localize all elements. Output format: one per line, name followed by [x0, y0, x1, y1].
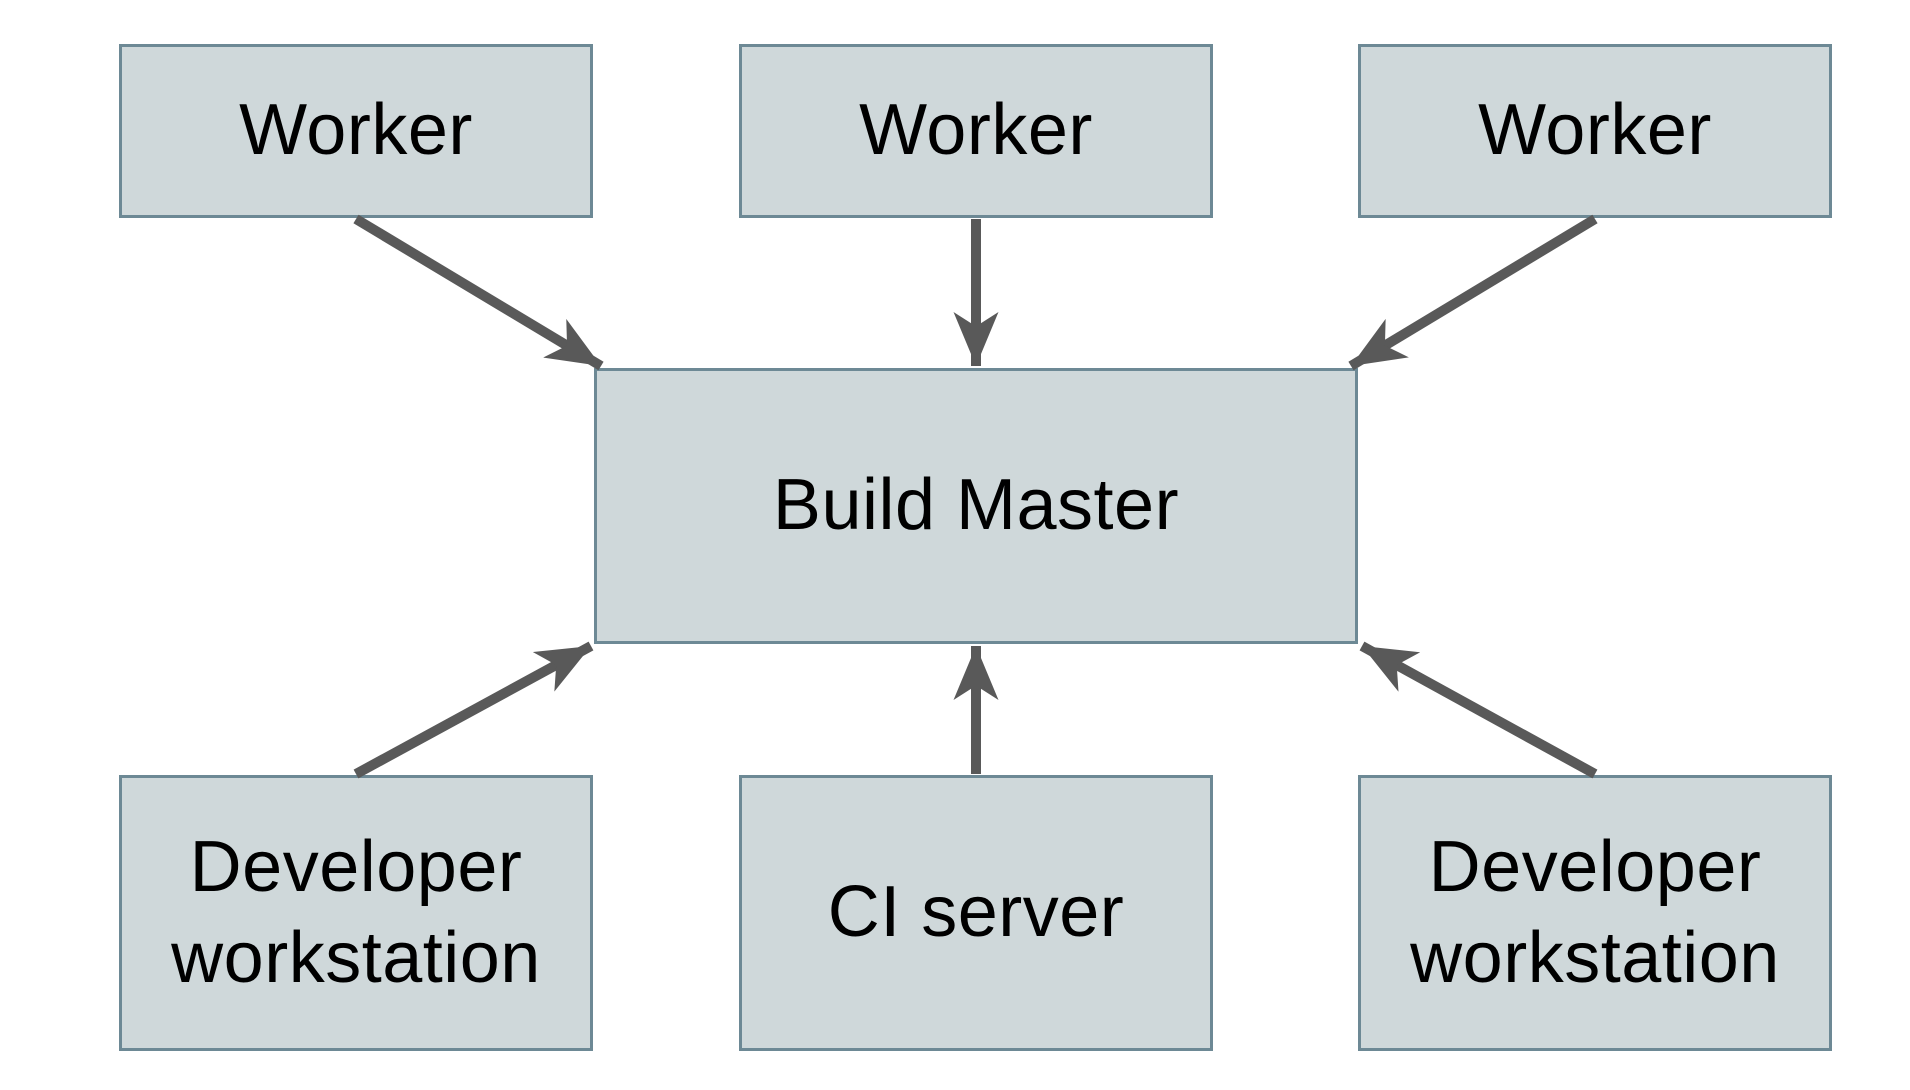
edge-developer-workstation-right-to-build-master	[1359, 641, 1598, 779]
edge-worker-3-to-build-master	[1348, 214, 1598, 371]
node-label: Worker	[859, 90, 1093, 171]
node-developer-workstation-right: Developer workstation	[1358, 775, 1832, 1051]
node-label: Build Master	[772, 465, 1180, 546]
node-label: Developer workstation	[171, 826, 541, 998]
node-worker-2: Worker	[739, 44, 1213, 218]
node-worker-3: Worker	[1358, 44, 1832, 218]
edge-developer-workstation-left-to-build-master	[353, 641, 594, 779]
node-ci-server: CI server	[739, 775, 1213, 1051]
node-label: Developer workstation	[1410, 826, 1780, 998]
node-label: CI server	[827, 872, 1125, 953]
edge-worker-1-to-build-master	[353, 214, 604, 371]
node-label: Worker	[239, 90, 473, 171]
node-worker-1: Worker	[119, 44, 593, 218]
node-label: Worker	[1478, 90, 1712, 171]
node-developer-workstation-left: Developer workstation	[119, 775, 593, 1051]
node-build-master: Build Master	[594, 368, 1358, 644]
